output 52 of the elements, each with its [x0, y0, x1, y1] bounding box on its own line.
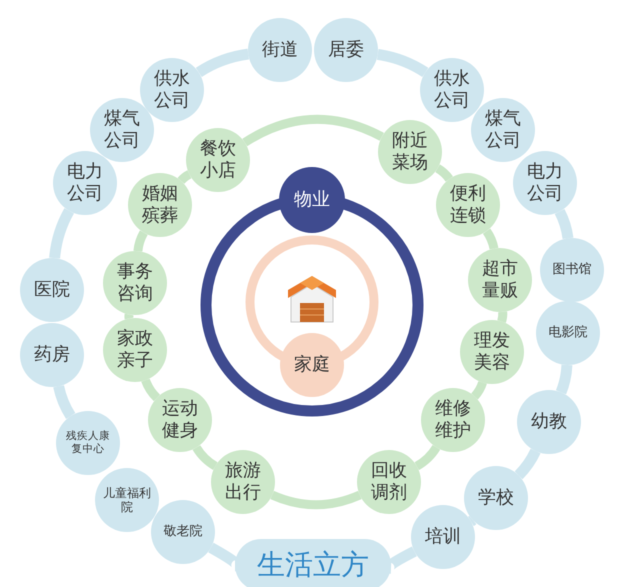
service-bubble: 回收调剂 [357, 450, 421, 514]
connector-line [178, 170, 192, 184]
connector-line [141, 378, 160, 402]
service-bubble: 街道 [248, 18, 312, 82]
service-bubble: 事务咨询 [103, 251, 167, 315]
service-bubble: 电影院 [536, 301, 600, 365]
connector-line [53, 385, 76, 419]
service-bubble: 居委 [314, 18, 378, 82]
connector-line [133, 230, 148, 252]
service-bubble: 残疾人康复中心 [56, 411, 120, 475]
service-bubble: 儿童福利院 [95, 468, 159, 532]
connector-line [196, 48, 250, 78]
service-bubble: 煤气公司 [90, 98, 154, 162]
title-banner: 生活立方 [235, 539, 391, 587]
service-bubble: 幼教 [517, 390, 581, 454]
service-bubble: 婚姻殡葬 [128, 173, 192, 237]
connector-line [124, 314, 134, 320]
service-bubble: 电力公司 [53, 151, 117, 215]
service-bubble: 学校 [464, 466, 528, 530]
service-bubble: 维修维护 [421, 388, 485, 452]
service-bubble: 附近菜场 [378, 120, 442, 184]
service-bubble: 家政亲子 [103, 318, 167, 382]
connector-line [414, 444, 440, 470]
connector-line [471, 381, 487, 400]
service-bubble: 运动健身 [148, 388, 212, 452]
service-bubble: 供水公司 [140, 58, 204, 122]
connector-line [435, 164, 453, 182]
service-bubble: 便利连锁 [436, 173, 500, 237]
connector-line [376, 48, 428, 78]
connector-line [497, 312, 508, 323]
service-bubble: 理发美容 [460, 320, 524, 384]
connector-line [556, 364, 572, 394]
service-bubble: 医院 [20, 258, 84, 322]
connector-line [192, 445, 218, 470]
service-bubble: 电力公司 [513, 151, 577, 215]
service-bubble: 图书馆 [540, 238, 604, 302]
service-bubble: 餐饮小店 [186, 128, 250, 192]
service-bubble: 物业 [279, 167, 345, 233]
connector-line [49, 208, 74, 259]
service-bubble: 培训 [411, 505, 475, 569]
service-bubble: 煤气公司 [471, 98, 535, 162]
connector-line [554, 209, 574, 240]
connector-line [514, 448, 541, 480]
service-bubble: 超市量贩 [468, 248, 532, 312]
service-bubble: 供水公司 [420, 58, 484, 122]
service-bubble: 旅游出行 [211, 450, 275, 514]
connector-line [242, 114, 384, 146]
service-bubble: 敬老院 [151, 500, 215, 564]
service-bubble: 药房 [20, 323, 84, 387]
connector-line [270, 490, 362, 510]
service-bubble: 家庭 [280, 333, 344, 397]
connector-line [482, 228, 498, 250]
